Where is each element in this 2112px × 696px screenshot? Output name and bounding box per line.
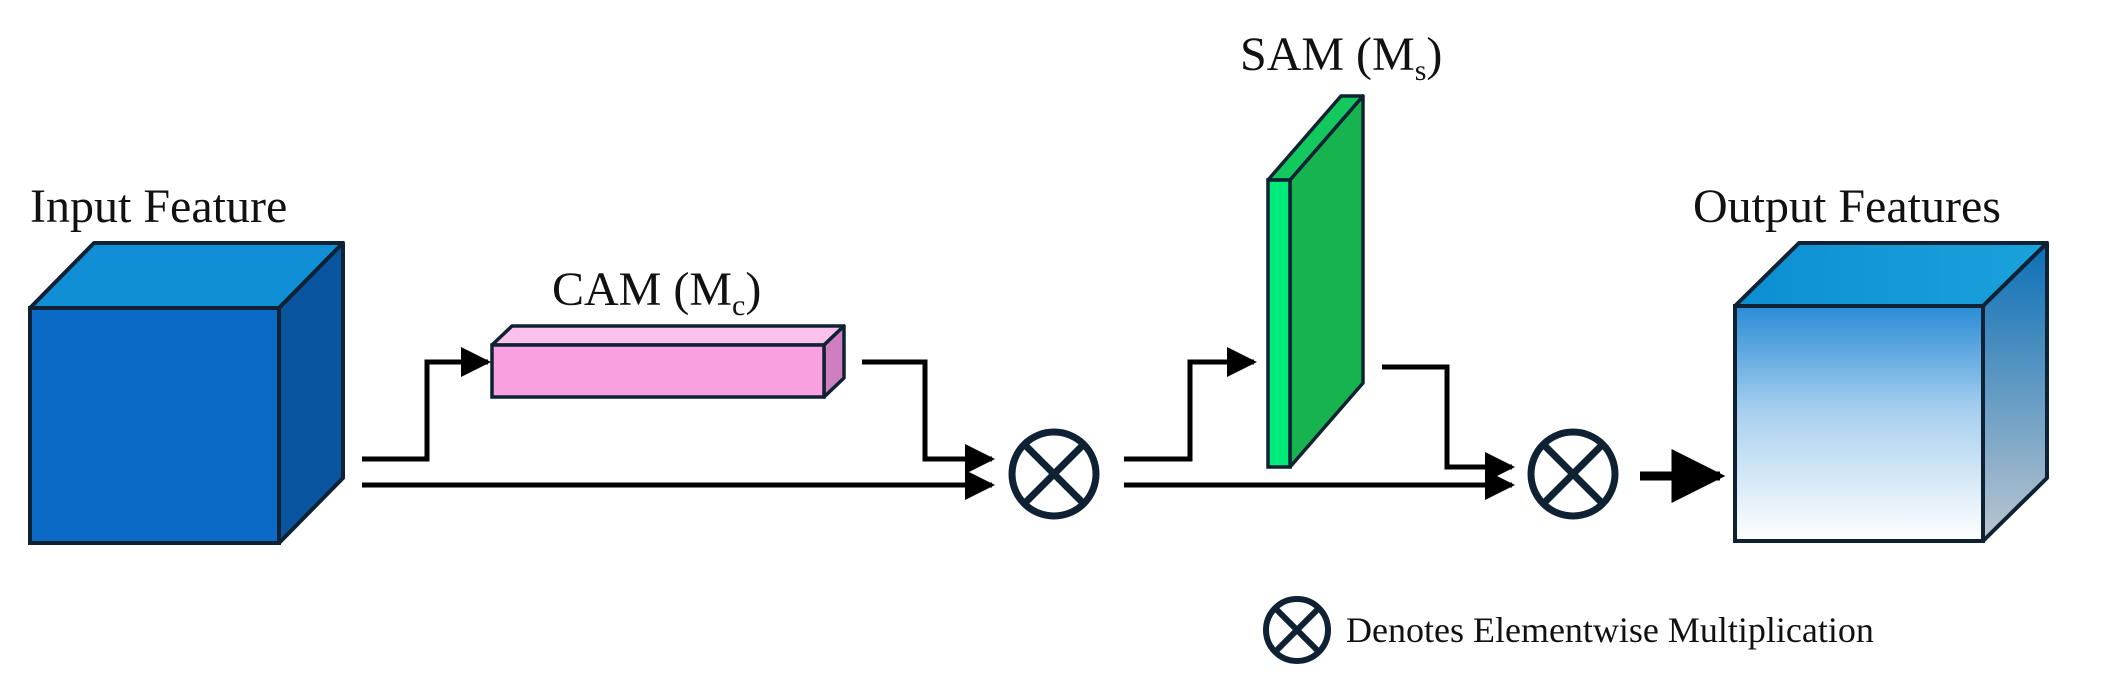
input-feature-label: Input Feature [30,180,287,233]
sam-label: SAM (Ms) [1240,28,1442,87]
cam-label: CAM (Mc) [552,263,761,322]
multiply-2-circled-times-icon [1527,428,1619,520]
legend-circled-times-icon [1263,596,1331,664]
cam-block-top [490,324,846,347]
arrow-sam-to-multiply-2 [1382,364,1515,482]
output-features-label: Output Features [1693,180,2001,233]
cam-block-front [490,343,826,399]
arrow-multiply-1-to-sam [1124,347,1257,462]
input-cube-front [28,306,281,545]
sam-block [1266,94,1365,469]
multiply-1-circled-times-icon [1008,428,1100,520]
arrow-input-to-cam [362,347,491,462]
legend-text: Denotes Elementwise Multiplication [1346,610,1874,650]
input-feature-cube [28,241,345,545]
cam-block [490,324,846,399]
legend: Denotes Elementwise Multiplication [1263,596,1874,664]
output-features-cube [1733,241,2049,543]
connectors [362,347,1726,503]
sam-block-front [1266,178,1292,469]
output-cube-front [1733,304,1985,543]
arrow-cam-to-multiply-1 [862,359,995,474]
